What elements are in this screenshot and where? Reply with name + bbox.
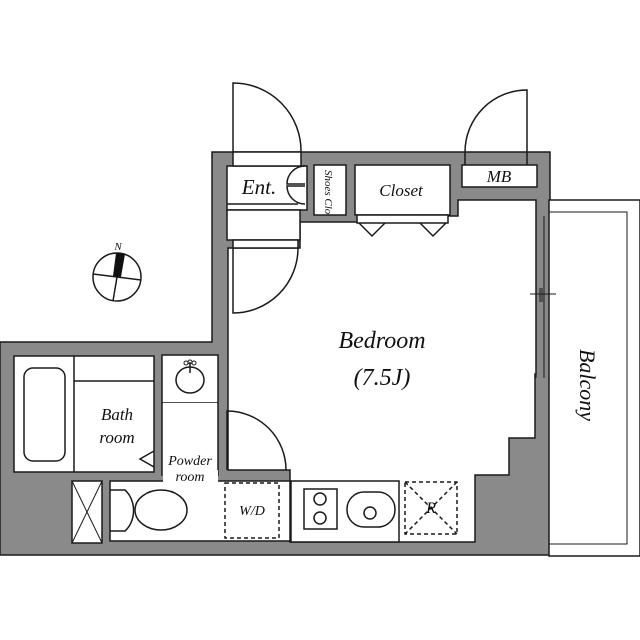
- washer-dryer-space: [224, 482, 280, 539]
- powder-room: [109, 354, 291, 542]
- meter-box-door[interactable]: [464, 89, 528, 165]
- refrigerator-label: R: [425, 500, 436, 517]
- bathtub-icon: [23, 367, 66, 462]
- balcony: [548, 199, 640, 557]
- kitchen: [290, 480, 458, 543]
- kitchen-sink-icon: [346, 491, 396, 528]
- bedroom-size-label: (7.5J): [354, 365, 411, 391]
- closet-label: Closet: [379, 181, 424, 200]
- entrance-label: Ent.: [241, 175, 276, 199]
- stove-icon: [303, 488, 338, 530]
- bedroom-label: Bedroom: [338, 328, 425, 354]
- powder-room-door[interactable]: [226, 410, 287, 471]
- closet: [354, 164, 451, 238]
- entrance-door[interactable]: [232, 82, 302, 167]
- refrigerator-space: [404, 481, 458, 535]
- balcony-label: Balcony: [575, 349, 600, 421]
- compass-icon: [92, 252, 142, 302]
- bedroom-area: [227, 199, 556, 543]
- bathroom-label-line2: room: [99, 428, 134, 447]
- meter-box: [461, 164, 538, 188]
- powder-room-label-line1: Powder: [167, 454, 212, 469]
- powder-room-label-line2: room: [175, 470, 204, 485]
- washer-dryer-label: W/D: [239, 504, 265, 519]
- shoes-closet-label: Shoes Clo: [322, 170, 334, 215]
- toilet-icon: [110, 489, 188, 532]
- bathroom-label-line1: Bath: [101, 405, 133, 424]
- meter-box-label: MB: [486, 167, 512, 186]
- bathroom: [13, 355, 155, 473]
- compass-north-label: N: [113, 241, 122, 253]
- shoes-closet: Shoes Clo: [313, 164, 347, 216]
- bedroom-door[interactable]: [232, 239, 299, 314]
- storage-x: [71, 480, 103, 544]
